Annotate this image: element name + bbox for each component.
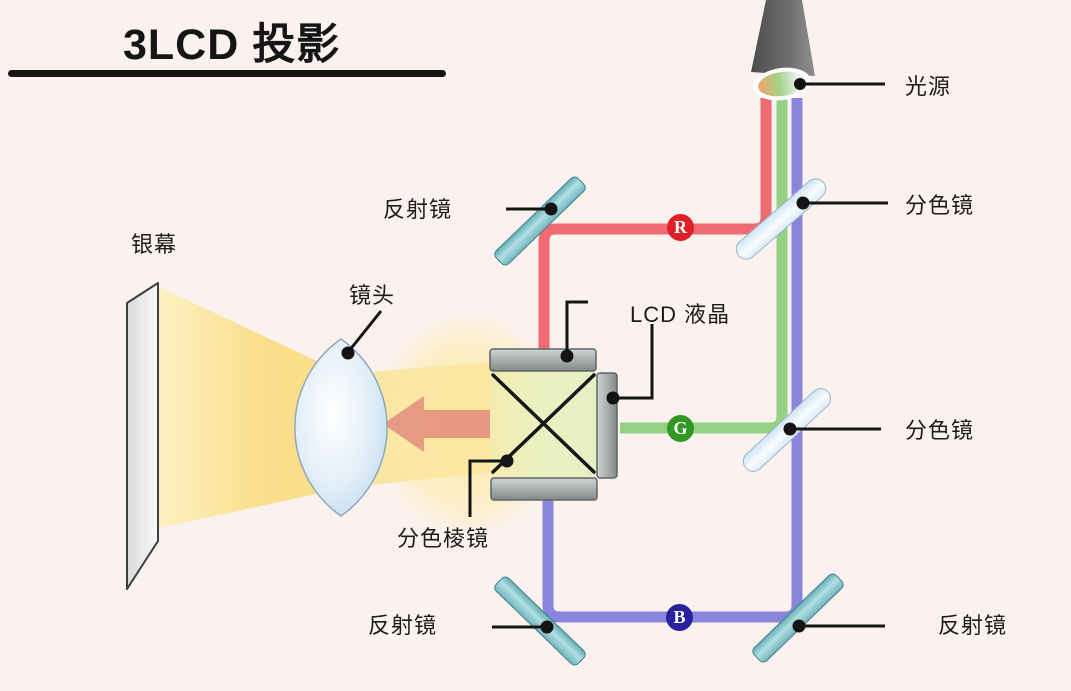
- label-mirror-bottom-left: 反射镜: [368, 613, 438, 638]
- blue-beam-badge: B: [666, 604, 693, 631]
- label-screen: 银幕: [131, 232, 178, 257]
- title-underline: [8, 70, 446, 77]
- callout-lines: [347, 82, 888, 629]
- light-source-lamp: [751, 0, 815, 101]
- label-dichroic-mirror-mid: 分色镜: [905, 418, 975, 443]
- label-prism: 分色棱镜: [397, 526, 490, 551]
- diagram-title: 3LCD 投影: [123, 21, 341, 69]
- lcd-panel-right: [596, 372, 618, 479]
- screen-panel: [126, 282, 159, 590]
- label-dichroic-mirror-top: 分色镜: [905, 193, 975, 218]
- mirror-top-left: [494, 176, 586, 266]
- lens-shape: [294, 338, 388, 517]
- red-beam-badge: R: [667, 214, 694, 241]
- dichroic-prism-assembly: [489, 348, 618, 501]
- label-light-source: 光源: [905, 74, 952, 99]
- lcd-panel-bottom: [490, 477, 598, 501]
- label-lcd: LCD 液晶: [630, 302, 731, 327]
- label-lens: 镜头: [349, 283, 396, 308]
- green-beam-path: [620, 98, 788, 434]
- output-light-arrow: [383, 396, 513, 452]
- projection-light-cone: [159, 287, 330, 528]
- lcd-panel-top: [489, 348, 597, 372]
- label-mirror-top-left: 反射镜: [383, 197, 453, 222]
- callout-dots: [341, 78, 810, 634]
- green-beam-badge: G: [667, 415, 694, 442]
- label-mirror-bottom-right: 反射镜: [938, 613, 1008, 638]
